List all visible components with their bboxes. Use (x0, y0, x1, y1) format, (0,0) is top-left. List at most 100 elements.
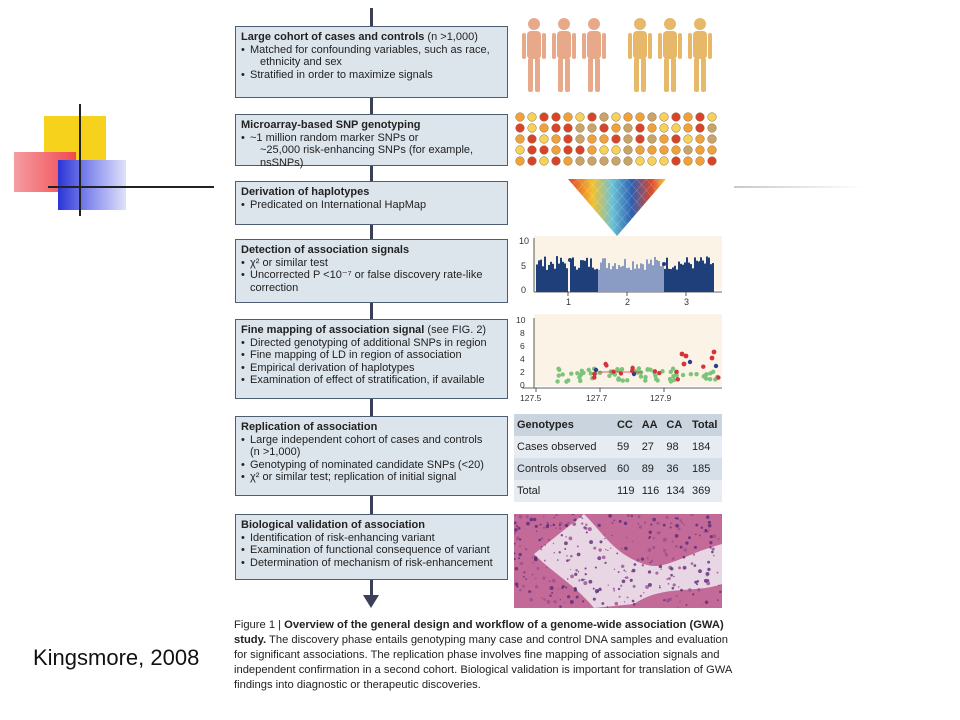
snp-dot (635, 112, 645, 122)
histology-cell (636, 558, 640, 562)
manhattan-point (608, 263, 610, 292)
manhattan-x-tick: 2 (625, 297, 630, 306)
histology-cell (704, 529, 708, 533)
histology-cell (558, 551, 561, 554)
histology-cell (693, 545, 697, 549)
histology-cell (682, 565, 687, 570)
histology-cell (716, 571, 719, 574)
snp-dot (635, 156, 645, 166)
fine-map-point (578, 372, 584, 377)
caption-label: Figure 1 | (234, 619, 285, 631)
manhattan-point (646, 259, 648, 292)
step-cohort: Large cohort of cases and controls (n >1… (235, 26, 508, 98)
manhattan-point (544, 256, 546, 292)
step-title: Microarray-based SNP genotyping (241, 119, 421, 131)
manhattan-point (634, 268, 636, 292)
histology-cell (643, 521, 647, 524)
step-bullet: Directed genotyping of additional SNPs i… (241, 337, 502, 350)
histology-cell (554, 527, 557, 529)
snp-dot (515, 145, 525, 155)
fine-map-point (670, 366, 676, 371)
histology-cell (689, 514, 694, 516)
step-fine-mapping: Fine mapping of association signal (see … (235, 319, 508, 399)
histology-cell (645, 585, 649, 589)
manhattan-point (670, 269, 672, 292)
snp-dot (527, 134, 537, 144)
histology-cell (629, 578, 633, 582)
histology-cell (529, 517, 534, 522)
manhattan-point (618, 265, 620, 292)
histology-cell (625, 570, 627, 573)
snp-dot (695, 112, 705, 122)
histology-cell (700, 526, 704, 530)
snp-dot (671, 156, 681, 166)
person-figure (522, 18, 546, 92)
snp-dot (575, 145, 585, 155)
step-bullet: (n >1,000) (250, 446, 301, 458)
snp-dot (683, 156, 693, 166)
histology-cell (679, 600, 682, 603)
manhattan-point (662, 264, 664, 292)
table-header: CC (613, 414, 639, 436)
histology-cell (652, 545, 656, 550)
snp-dot (611, 112, 621, 122)
fine-map-point (674, 369, 679, 375)
manhattan-point (570, 258, 572, 292)
histology-cell (547, 538, 551, 542)
snp-dot (539, 112, 549, 122)
histology-cell (525, 578, 527, 581)
histology-cell (703, 578, 708, 583)
histology-cell (631, 568, 636, 573)
histology-cell (698, 569, 702, 574)
table-header: Total (688, 414, 722, 436)
fine-map-point (653, 376, 659, 382)
manhattan-point (592, 267, 594, 292)
histology-cell (599, 540, 603, 544)
fine-map-y-tick: 10 (516, 315, 526, 325)
histology-cell (553, 552, 555, 554)
histology-cell (704, 600, 709, 605)
histology-cell (688, 588, 692, 592)
histology-cell (604, 561, 607, 565)
snp-dot (647, 145, 657, 155)
step-bullet: χ² or similar test; replication of initi… (241, 471, 502, 484)
histology-cell (581, 522, 584, 525)
fine-map-point (557, 367, 562, 372)
manhattan-point (705, 263, 709, 267)
histology-cell (549, 594, 552, 597)
histology-cell (617, 587, 621, 591)
histology-cell (546, 521, 550, 525)
snp-dot (563, 156, 573, 166)
snp-dot (611, 156, 621, 166)
step-bullet: χ² or similar test (241, 257, 502, 270)
histology-cell (637, 515, 641, 519)
histology-cell (570, 554, 573, 558)
fine-map-point (707, 377, 713, 382)
histology-cell (594, 589, 599, 594)
manhattan-point (554, 268, 556, 292)
manhattan-point (580, 260, 582, 292)
fine-map-point (680, 372, 686, 378)
manhattan-point (568, 258, 572, 262)
snp-dot (635, 123, 645, 133)
manhattan-point (616, 269, 618, 292)
histology-cell (588, 579, 593, 584)
histology-cell (517, 526, 521, 530)
histology-cell (688, 536, 691, 540)
snp-dot (575, 156, 585, 166)
histology-cell (709, 540, 713, 545)
histology-cell (708, 528, 711, 531)
histology-cell (626, 596, 629, 599)
manhattan-point (654, 256, 656, 292)
snp-dot (695, 156, 705, 166)
histology-cell (646, 557, 649, 560)
histology-cell (607, 549, 609, 551)
histology-cell (638, 525, 643, 529)
deco-blue-square (58, 160, 126, 210)
histology-cell (515, 525, 519, 528)
fine-map-point (674, 373, 679, 378)
histology-cell (550, 525, 552, 527)
manhattan-point (606, 267, 608, 292)
fine-map-point (592, 375, 597, 380)
manhattan-point (706, 256, 708, 292)
